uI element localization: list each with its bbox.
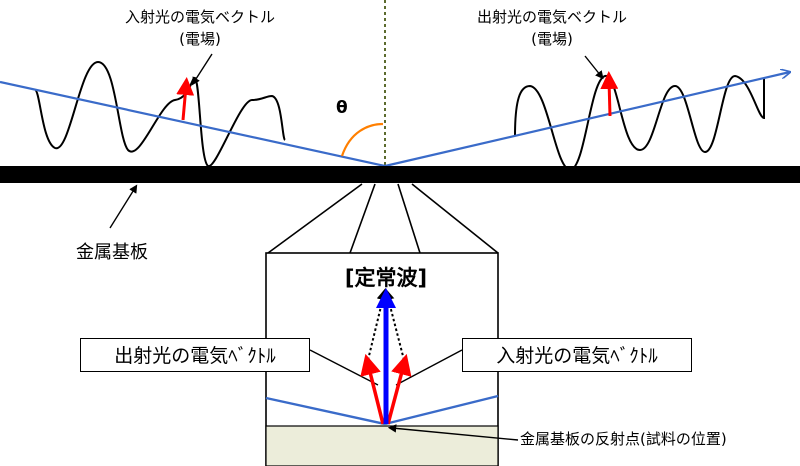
reflected-ray bbox=[384, 72, 790, 168]
outgoing-vector-label: 出射光の電気ベクトル (電場) bbox=[452, 6, 652, 50]
magnified-reflected-ray bbox=[384, 394, 499, 426]
zoom-line-2 bbox=[349, 183, 376, 254]
incident-box-pointer bbox=[395, 349, 463, 386]
angle-theta-label: θ bbox=[336, 98, 348, 118]
angle-theta-arc bbox=[340, 122, 384, 157]
incident-field-vector bbox=[176, 77, 195, 121]
substrate-label-pointer bbox=[109, 184, 138, 229]
outgoing-field-vector-magnified bbox=[360, 353, 385, 425]
outgoing-label-pointer bbox=[584, 55, 604, 80]
metal-substrate bbox=[0, 166, 800, 183]
outgoing-field-vector bbox=[600, 71, 619, 117]
incident-label-pointer bbox=[191, 53, 213, 86]
reflection-point-pointer bbox=[387, 424, 519, 441]
incident-vector-label: 入射光の電気ベクトル (電場) bbox=[100, 6, 300, 50]
outgoing-vector-label-main: 出射光の電気ベクトル bbox=[476, 8, 627, 26]
incident-vector-box-label: 入射光の電気ﾍﾞｸﾄﾙ bbox=[462, 338, 692, 372]
zoom-line-1 bbox=[267, 183, 363, 254]
zoom-line-4 bbox=[411, 183, 499, 254]
metal-substrate-label: 金属基板 bbox=[76, 242, 148, 263]
sample-layer bbox=[265, 425, 499, 466]
incident-field-vector-magnified bbox=[386, 353, 412, 425]
incident-vector-label-main: 入射光の電気ベクトル bbox=[124, 8, 275, 26]
outgoing-vector-box-label: 出射光の電気ﾍﾞｸﾄﾙ bbox=[80, 338, 310, 372]
incident-vector-label-sub: (電場) bbox=[179, 30, 221, 48]
incident-ray bbox=[0, 80, 386, 168]
outgoing-box-pointer bbox=[309, 349, 379, 386]
outgoing-vector-label-sub: (電場) bbox=[531, 30, 573, 48]
zoom-line-3 bbox=[397, 183, 421, 254]
reflection-point-label: 金属基板の反射点(試料の位置) bbox=[520, 430, 727, 448]
magnified-incident-ray bbox=[265, 396, 386, 426]
standing-wave-title: [定常波] bbox=[344, 266, 428, 290]
incident-wave bbox=[34, 60, 286, 168]
outgoing-wave bbox=[514, 74, 765, 172]
